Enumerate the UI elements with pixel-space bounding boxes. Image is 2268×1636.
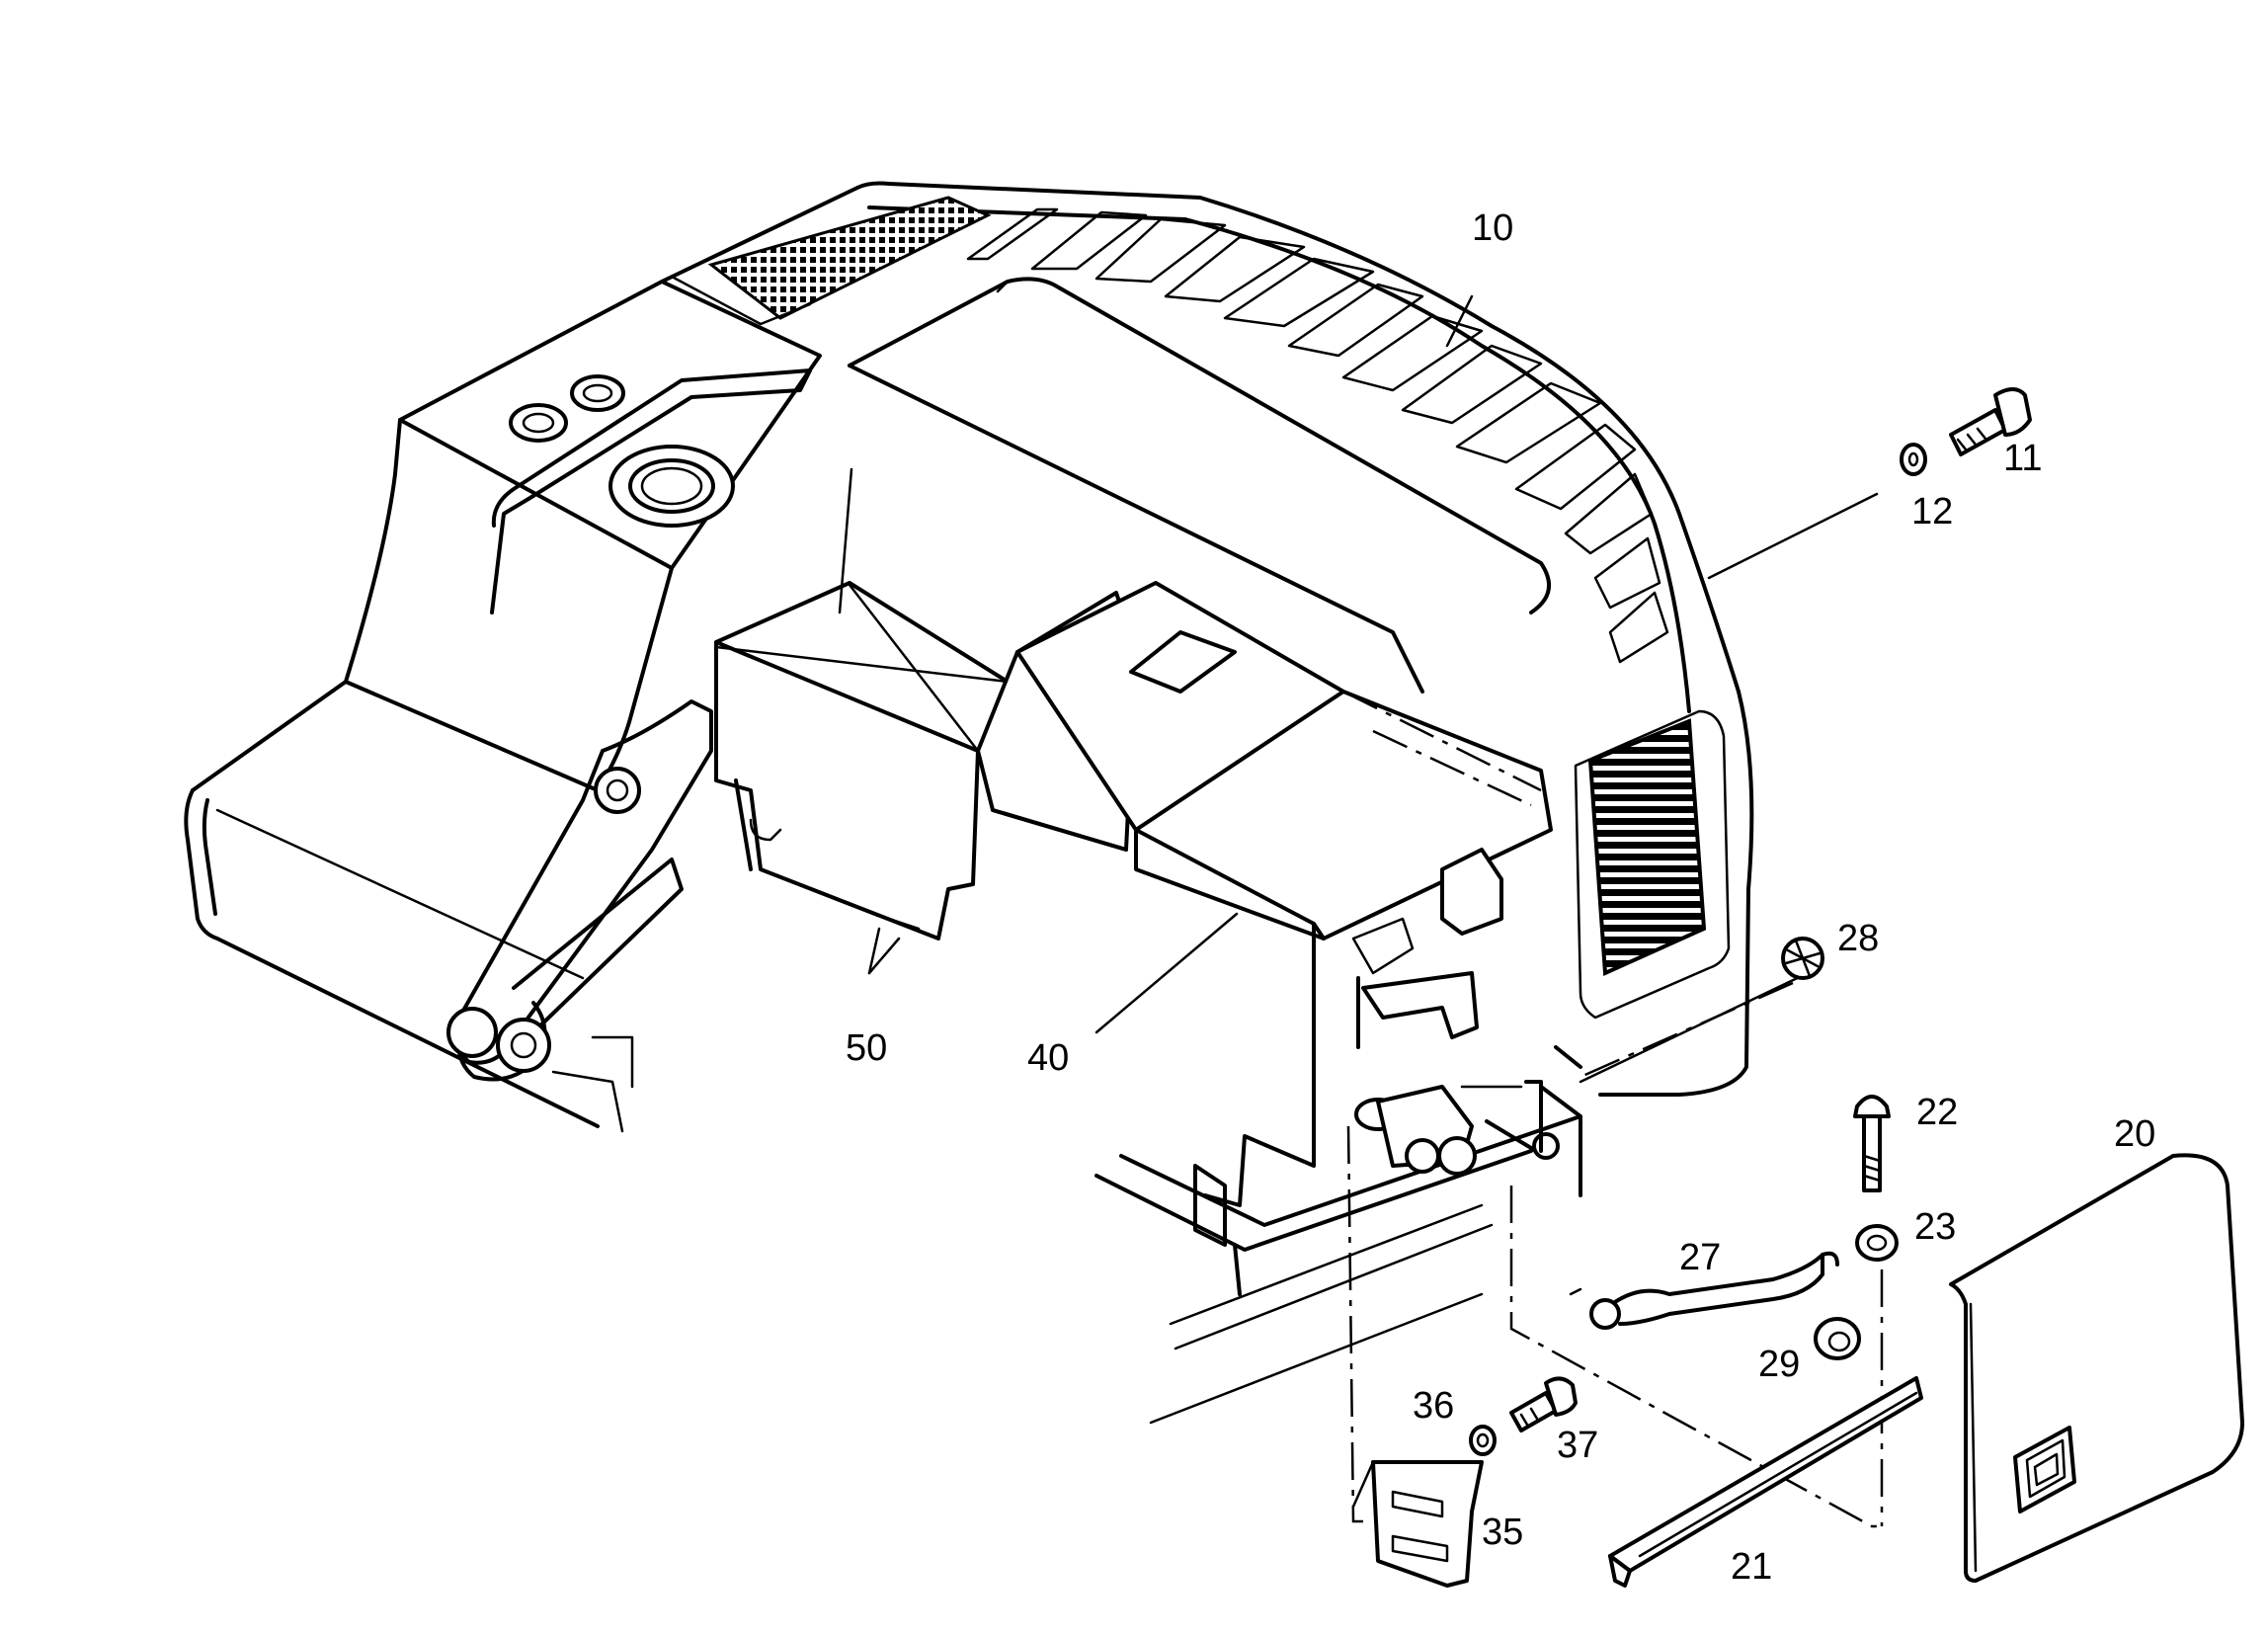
part-36-washer [1469,1425,1497,1456]
callout-23: 23 [1914,1206,1956,1248]
callout-10: 10 [1472,207,1513,249]
part-28-grommet [1781,937,1824,980]
callout-labels: 10 11 12 28 22 20 23 27 29 36 37 35 21 5… [846,207,2155,1588]
callout-40: 40 [1027,1037,1069,1079]
engine-hood [660,181,1754,1097]
callout-11: 11 [2003,438,2042,479]
part-11-bolt [1949,387,2032,456]
part-35-bracket [1351,1460,1484,1588]
callout-20: 20 [2114,1113,2155,1155]
part-21-strip [1608,1376,1923,1588]
callout-12: 12 [1911,491,1953,532]
part-20-side-panel [1949,1153,2244,1583]
pump-assembly [1354,1080,1560,1176]
callout-28: 28 [1837,918,1879,959]
part-22-bolt [1853,1095,1891,1192]
callout-37: 37 [1557,1425,1598,1466]
lower-frame [1094,1045,1582,1425]
callout-35: 35 [1482,1512,1523,1553]
part-29-fitting [1814,1317,1861,1360]
boom-linkage [446,699,713,1133]
callout-36: 36 [1413,1385,1454,1427]
part-37-bolt [1509,1376,1578,1432]
callout-50: 50 [846,1027,887,1069]
part-12-washer [1900,443,1927,476]
part-27-pipe [1569,1251,1839,1330]
callout-29: 29 [1758,1344,1800,1385]
callout-21: 21 [1731,1546,1772,1588]
cover-40 [1015,581,1553,1207]
left-housing [184,280,822,1128]
callout-22: 22 [1916,1092,1958,1133]
leader-lines [867,294,1884,1528]
part-23-nut [1855,1224,1899,1262]
callout-27: 27 [1679,1237,1721,1278]
